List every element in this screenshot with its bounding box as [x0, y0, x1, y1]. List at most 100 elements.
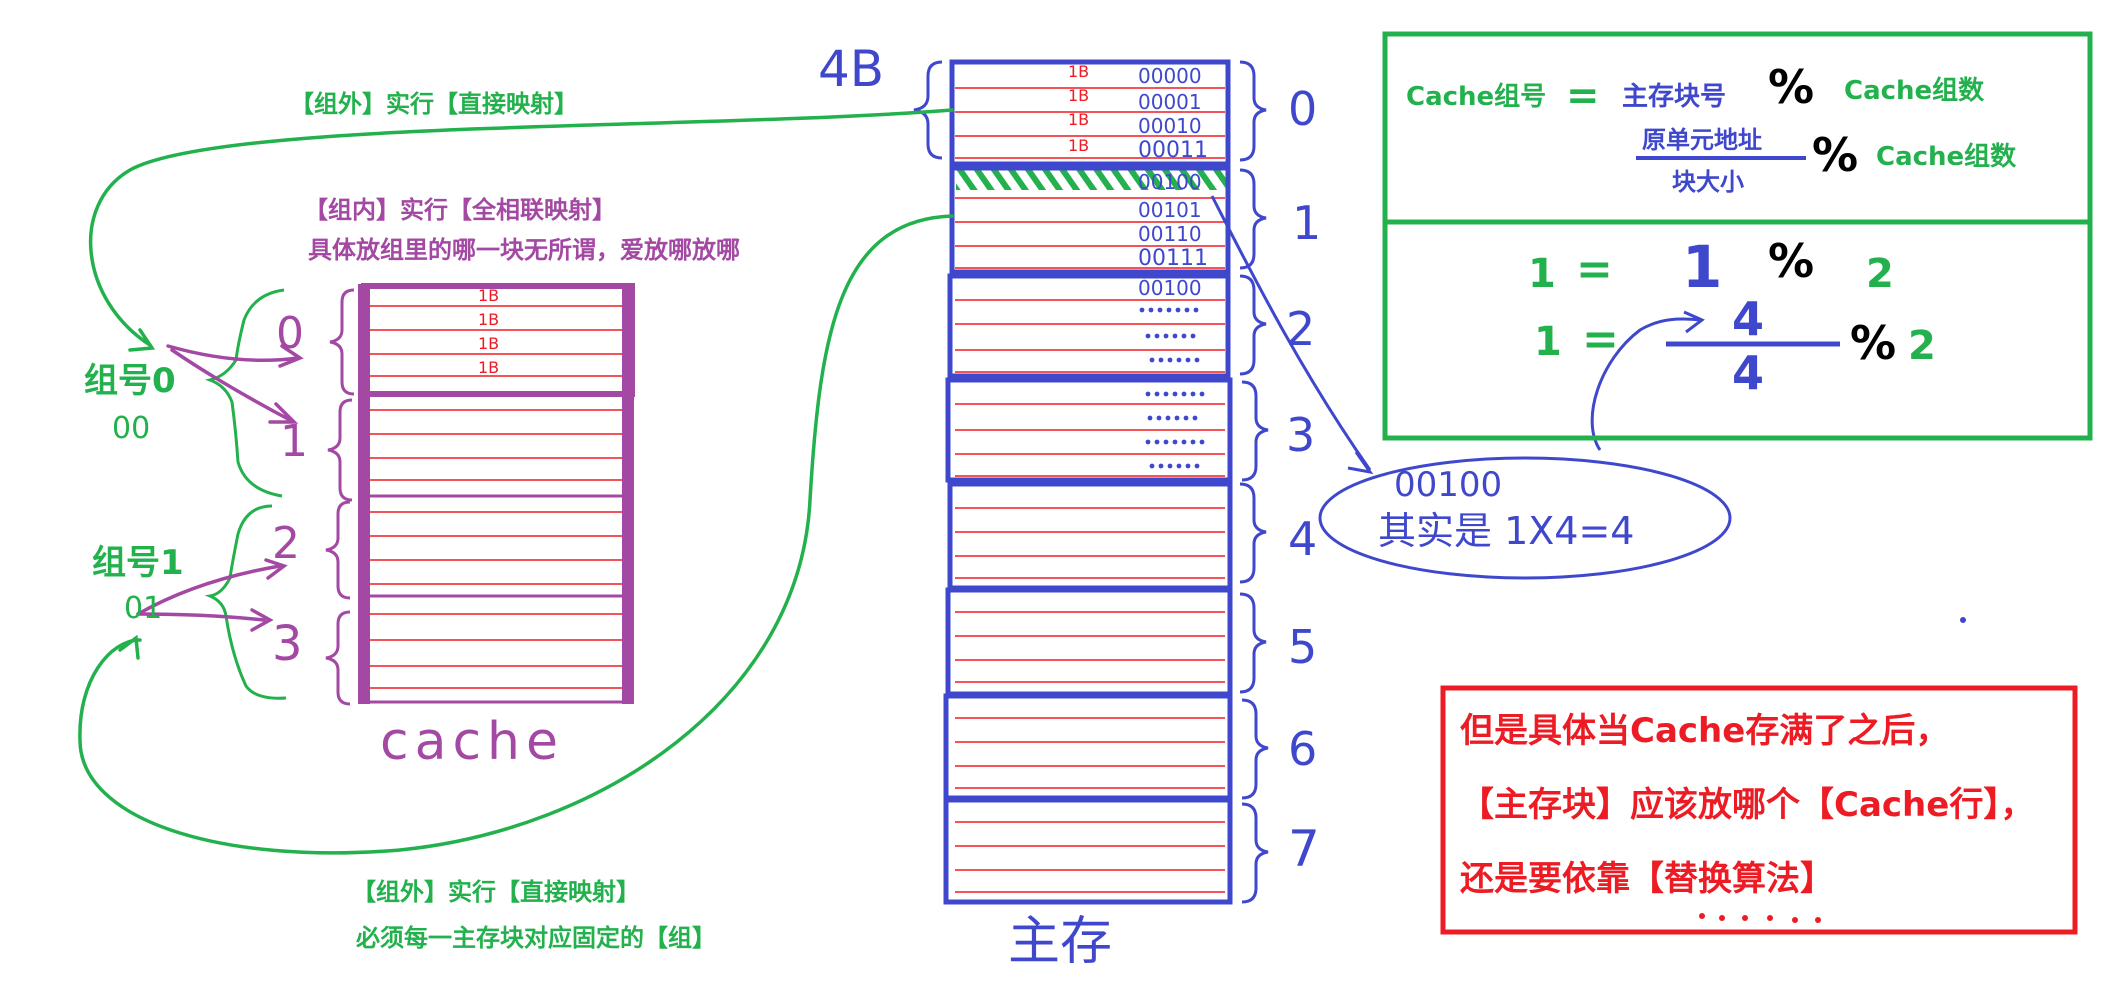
- note-line-2: 【主存块】应该放哪个【Cache行】，: [1460, 785, 2035, 825]
- placeholder-dot: [1183, 415, 1189, 421]
- mapping-curves: [78, 108, 954, 855]
- formula-rhs-2: Cache组数: [1876, 142, 2017, 172]
- example1-percent: %: [1768, 234, 1815, 288]
- main-memory-label: 主存: [1008, 912, 1113, 972]
- cache-byte-mark-3: 1B: [478, 358, 500, 377]
- stray-dot: [1960, 617, 1966, 623]
- mem-block-number-1: 1: [1292, 196, 1322, 250]
- annotation-explanation: 其实是 1X4=4: [1378, 509, 1635, 553]
- placeholder-dot: [1172, 439, 1178, 445]
- note-line-1: 但是具体当Cache存满了之后，: [1460, 711, 1950, 751]
- placeholder-dot: [1147, 415, 1153, 421]
- example1-block: 1: [1682, 233, 1723, 301]
- placeholder-dot: [1194, 463, 1200, 469]
- main-memory: [913, 59, 1269, 905]
- placeholder-dot: [1148, 307, 1154, 313]
- placeholder-dot: [1163, 391, 1169, 397]
- block0-address-2: 00010: [1138, 114, 1202, 138]
- mem-byte-mark-0: 1B: [1068, 62, 1090, 81]
- cache-structure: [136, 283, 635, 706]
- placeholder-dot: [1192, 415, 1198, 421]
- formula-rhs: Cache组数: [1844, 76, 1985, 106]
- cache-line-braces: [325, 288, 355, 706]
- placeholder-dot: [1165, 415, 1171, 421]
- placeholder-dot: [1145, 439, 1151, 445]
- note-line-3: 还是要依靠【替换算法】: [1460, 859, 1834, 899]
- note-outside-group-top: 【组外】实行【直接映射】: [290, 90, 578, 118]
- note-box-frame: [1440, 685, 2078, 935]
- placeholder-dot: [1166, 307, 1172, 313]
- cache-byte-mark-0: 1B: [478, 286, 500, 305]
- example1-lhs: 1: [1528, 251, 1556, 297]
- main-memory-braces: [1239, 60, 1269, 904]
- placeholder-dot: [1174, 415, 1180, 421]
- block1-address-2: 00110: [1138, 222, 1202, 246]
- cache-byte-mark-2: 1B: [478, 334, 500, 353]
- mem-byte-mark-2: 1B: [1068, 110, 1090, 129]
- placeholder-dot: [1176, 357, 1182, 363]
- placeholder-dot: [1156, 415, 1162, 421]
- cache-right-bar: [622, 284, 634, 704]
- placeholder-dot: [1158, 463, 1164, 469]
- block0-address-1: 00001: [1138, 90, 1202, 114]
- cache-row-lines: [370, 305, 628, 689]
- mem-byte-mark-1: 1B: [1068, 86, 1090, 105]
- placeholder-dot: [1190, 391, 1196, 397]
- placeholder-dot: [1181, 439, 1187, 445]
- mem-block-number-4: 4: [1288, 512, 1318, 566]
- example2-numerator: 4: [1732, 292, 1765, 346]
- formula-percent-2: %: [1812, 128, 1859, 182]
- block0-address-3: 00011: [1138, 138, 1208, 163]
- formula-numerator: 原单元地址: [1642, 126, 1762, 154]
- cache-label: cache: [380, 712, 564, 772]
- placeholder-dot: [1139, 307, 1145, 313]
- formula-term1: 主存块号: [1622, 82, 1727, 112]
- note-dots: [1699, 913, 1821, 923]
- cache-byte-mark-1: 1B: [478, 310, 500, 329]
- placeholder-dot: [1184, 307, 1190, 313]
- formula-percent-1: %: [1768, 60, 1815, 114]
- group-1-name: 组号1: [92, 543, 184, 583]
- placeholder-dot: [1193, 307, 1199, 313]
- placeholder-dot: [1181, 333, 1187, 339]
- placeholder-dot: [1145, 333, 1151, 339]
- note-outside-group-bottom-detail: 必须每一主存块对应固定的【组】: [356, 924, 716, 952]
- placeholder-dot: [1172, 391, 1178, 397]
- note-outside-group-bottom-title: 【组外】实行【直接映射】: [352, 878, 640, 906]
- mem-block-number-7: 7: [1288, 820, 1320, 878]
- example2-mod: 2: [1908, 323, 1936, 369]
- placeholder-dot: [1199, 391, 1205, 397]
- block0-address-0: 00000: [1138, 64, 1202, 88]
- formula-lhs: Cache组号: [1406, 82, 1547, 112]
- cache-group-braces: [204, 288, 287, 700]
- group-arrows: [136, 344, 304, 632]
- mem-block-number-6: 6: [1288, 722, 1318, 776]
- mem-block-number-5: 5: [1288, 620, 1318, 674]
- mem-block-number-0: 0: [1288, 82, 1318, 136]
- placeholder-dot: [1181, 391, 1187, 397]
- placeholder-dot: [1154, 439, 1160, 445]
- example2-denominator: 4: [1732, 346, 1765, 400]
- main-memory-dot-placeholders: [1139, 307, 1205, 469]
- note-inside-group-title: 【组内】实行【全相联映射】: [304, 196, 616, 224]
- main-memory-blocks: [943, 59, 1233, 905]
- cache-row-number-2: 2: [272, 518, 300, 569]
- placeholder-dot: [1163, 333, 1169, 339]
- formula-denominator: 块大小: [1672, 168, 1744, 196]
- placeholder-dot: [1149, 463, 1155, 469]
- block2-address: 00100: [1138, 276, 1202, 300]
- placeholder-dot: [1167, 357, 1173, 363]
- example2-percent: %: [1850, 316, 1897, 370]
- placeholder-dot: [1175, 307, 1181, 313]
- mem-block-number-3: 3: [1286, 408, 1316, 462]
- placeholder-dot: [1145, 391, 1151, 397]
- placeholder-dot: [1190, 439, 1196, 445]
- placeholder-dot: [1194, 357, 1200, 363]
- cache-left-bar: [358, 284, 370, 704]
- address-annotation-drawing: [1210, 195, 1732, 580]
- placeholder-dot: [1167, 463, 1173, 469]
- mem-block-number-2: 2: [1286, 302, 1316, 356]
- annotation-address: 00100: [1394, 465, 1503, 505]
- group-0-name: 组号0: [84, 361, 176, 401]
